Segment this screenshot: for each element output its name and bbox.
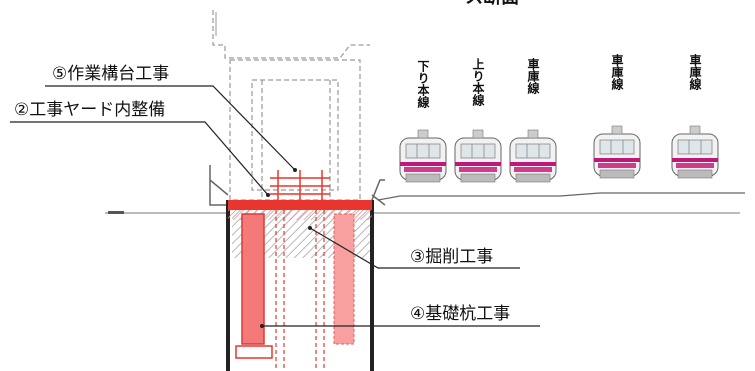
- pile-base: [235, 345, 273, 359]
- callout-excavation: ③掘削工事: [410, 247, 494, 267]
- track-label-depot-2: 車庫線: [610, 54, 624, 90]
- pile-left: [241, 213, 265, 345]
- right-retaining-frame: [369, 179, 386, 206]
- leader-dot-4: [260, 324, 264, 328]
- train-2: [454, 129, 502, 183]
- leader-dot-2: [266, 193, 270, 197]
- leader-lines: [10, 85, 540, 327]
- ground-marker: [108, 211, 124, 214]
- pile-right: [333, 213, 355, 345]
- callout-yard-preparation: ②工事ヤード内整備: [14, 100, 166, 120]
- leader-dot-3: [308, 226, 312, 230]
- diagram-title: ース断面: [448, 0, 519, 8]
- track-label-up-main: 上り本線: [471, 58, 485, 106]
- train-1: [399, 129, 447, 183]
- left-retaining-frame: [209, 165, 232, 206]
- temporary-deck-frame: [212, 10, 370, 201]
- yard-deck-hatch: [228, 210, 372, 220]
- track-bed: [377, 192, 745, 201]
- callout-foundation-piles: ④基礎杭工事: [410, 304, 511, 324]
- train-5: [671, 125, 719, 179]
- train-3: [509, 129, 557, 183]
- track-label-depot-1: 車庫線: [526, 58, 540, 94]
- train-4: [593, 125, 641, 179]
- yard-deck: [228, 200, 372, 210]
- work-platform: [270, 170, 330, 200]
- leader-dot-5: [293, 168, 297, 172]
- track-label-depot-3: 車庫線: [688, 54, 702, 90]
- center-piles: [275, 210, 325, 371]
- callout-work-platform: ⑤作業構台工事: [52, 64, 170, 84]
- track-label-down-main: 下り本線: [416, 60, 430, 108]
